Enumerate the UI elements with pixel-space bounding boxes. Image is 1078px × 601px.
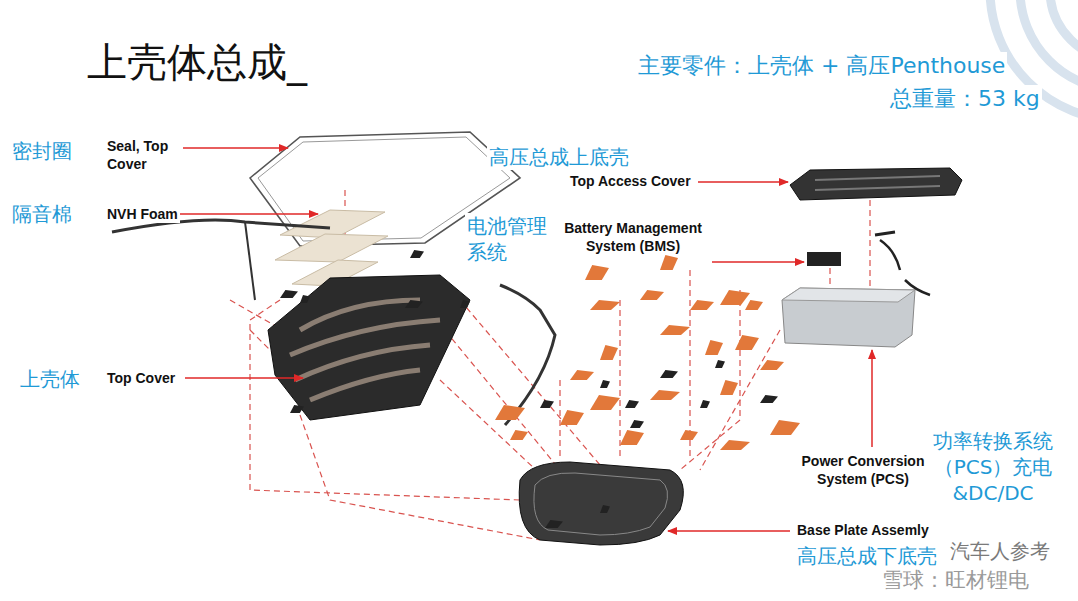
chinese-label: 上壳体 (18, 366, 82, 392)
black-fastener (600, 505, 610, 513)
chinese-label: 电池管理系统 (465, 213, 553, 265)
orange-bracket (650, 390, 680, 400)
orange-bracket (705, 340, 723, 355)
orange-bracket (735, 335, 759, 350)
orange-bracket (770, 420, 800, 435)
foam-pad (275, 234, 388, 262)
orange-bracket (640, 290, 664, 300)
base-plate (519, 462, 683, 545)
access-cover (790, 168, 962, 200)
part-label: Battery Management System (BMS) (555, 219, 711, 255)
part-label: Top Cover (105, 369, 177, 387)
black-fastener (625, 400, 639, 408)
guide-line (300, 415, 540, 540)
base-plate-part (519, 462, 683, 545)
leader-arrow (180, 213, 318, 215)
orange-bracket (660, 255, 678, 270)
black-fastener (540, 400, 554, 408)
guide-line (829, 268, 830, 290)
leader-arrow (871, 350, 873, 447)
orange-bracket (720, 440, 750, 450)
leader-arrow (698, 181, 788, 183)
orange-bracket (590, 300, 620, 310)
chinese-label: 主要零件：上壳体 + 高压Penthouse (636, 52, 1007, 81)
pcs-box (782, 288, 915, 347)
watermark: 汽车人参考 (948, 538, 1052, 564)
black-fastener (600, 380, 610, 388)
foam-part (275, 210, 388, 286)
orange-bracket (510, 430, 528, 440)
chinese-label: 功率转换系统（PCS）充电&DC/DC (925, 428, 1061, 506)
guide-line (700, 330, 780, 470)
slide-title: 上壳体总成_ (85, 36, 309, 88)
orange-bracket (745, 300, 763, 310)
pcs-top (782, 288, 915, 302)
black-fastener (630, 420, 644, 428)
black-fastener (545, 520, 563, 528)
orange-bracket (620, 430, 644, 445)
top-cover-part (268, 275, 470, 420)
orange-bracket (600, 345, 618, 360)
part-label: Base Plate Assemly (795, 521, 931, 539)
part-label: Top Access Cover (568, 172, 693, 190)
black-fastener (660, 370, 678, 378)
orange-bracket (690, 300, 714, 310)
pcs-wires (880, 240, 930, 295)
chinese-label: 高压总成下底壳 (795, 543, 939, 569)
deco-arc (1050, 0, 1078, 60)
black-fastener (715, 360, 725, 368)
access-cover-detail (815, 176, 940, 190)
guide-line (559, 380, 560, 460)
orange-bracket (585, 265, 609, 280)
watermark: 雪球：旺材锂电 (880, 567, 1031, 594)
pcs-wire (875, 232, 895, 235)
chinese-label: 隔音棉 (10, 201, 74, 227)
black-fastener (700, 400, 710, 408)
leader-arrows (180, 148, 872, 531)
orange-bracket (720, 290, 750, 305)
guide-line (460, 300, 600, 465)
guide-line (869, 200, 870, 288)
black-fastener (280, 290, 298, 298)
leader-arrow (185, 377, 303, 379)
chinese-label: 高压总成上底壳 (487, 144, 631, 170)
orange-bracket (680, 430, 698, 440)
orange-bracket (590, 395, 620, 410)
top-cover-body (268, 275, 470, 420)
black-fastener (760, 395, 778, 403)
leader-arrow (668, 530, 790, 532)
leader-arrow (712, 261, 804, 263)
part-label: Power Conversion System (PCS) (795, 452, 931, 488)
guide-line (619, 300, 620, 460)
black-fastener (405, 300, 423, 308)
orange-bracket (720, 380, 738, 395)
black-fastener (460, 300, 470, 308)
orange-bracket (760, 360, 784, 370)
black-fastener (300, 295, 310, 303)
orange-bracket (560, 410, 584, 425)
black-fastener (410, 250, 424, 258)
base-plate-edge (534, 473, 668, 535)
chinese-label: 密封圈 (10, 138, 74, 164)
bms-module (807, 252, 841, 266)
black-fastener (290, 405, 304, 413)
left-tube-branch (245, 222, 255, 300)
hv-box-parts (782, 168, 962, 347)
top-cover-ribs (290, 300, 440, 400)
orange-bracket (660, 325, 690, 335)
part-label: Seal, Top Cover (105, 137, 183, 173)
orange-bracket (495, 405, 525, 420)
leader-arrow (180, 147, 288, 149)
center-tube (500, 285, 555, 425)
small-parts (280, 250, 800, 528)
chinese-label: 总重量：53 kg (888, 85, 1042, 114)
part-label: NVH Foam (105, 205, 180, 223)
orange-bracket (570, 370, 594, 380)
